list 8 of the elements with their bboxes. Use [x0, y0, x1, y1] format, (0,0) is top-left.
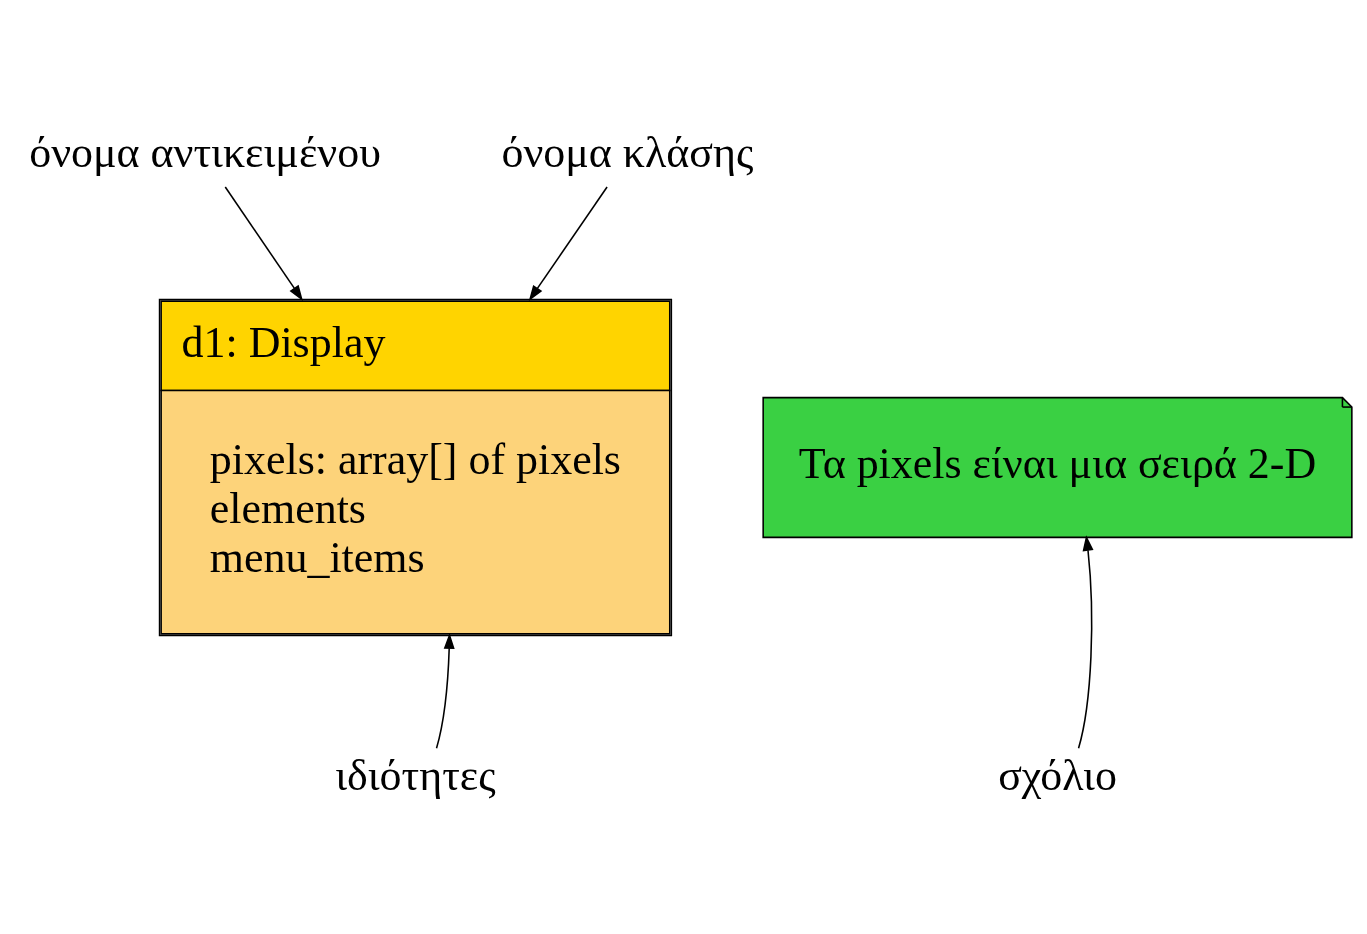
node-text: όνομα κλάσης: [501, 127, 754, 177]
arrow: [224, 185, 303, 301]
node-text: όνομα αντικειμένου: [29, 127, 381, 177]
arrow: [435, 632, 455, 749]
arrow: [528, 185, 608, 301]
node-text: σχόλιο: [998, 750, 1117, 800]
arrow: [1077, 534, 1094, 749]
node-text: ιδιότητες: [335, 750, 496, 800]
